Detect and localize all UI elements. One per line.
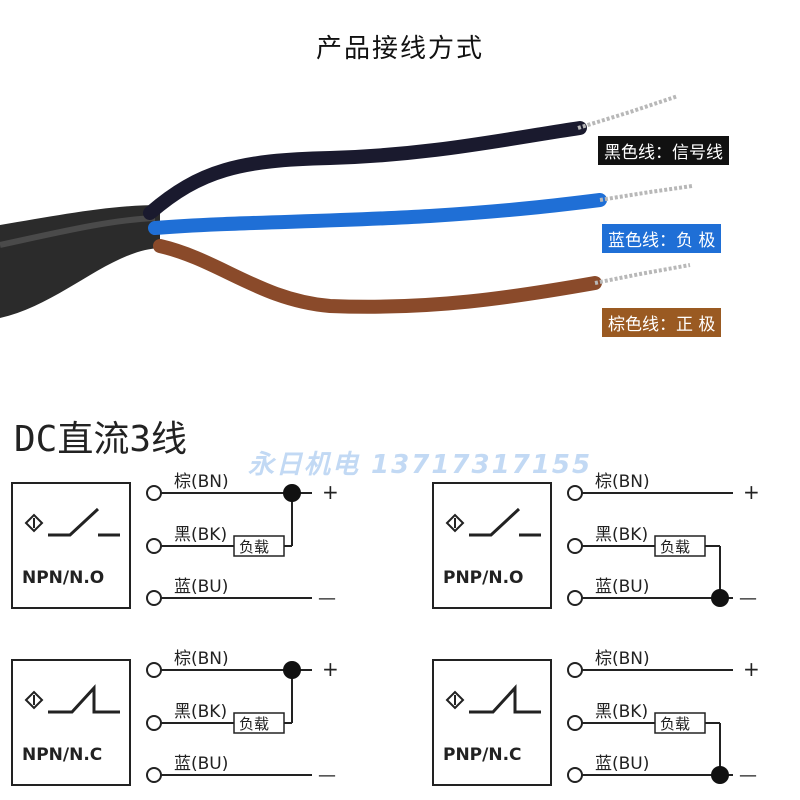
terminal-1 [567, 485, 583, 501]
plus-label: + [743, 657, 760, 681]
terminal-label-2: 黑(BK) [174, 525, 227, 545]
terminal-2 [567, 715, 583, 731]
diagram-3: NPN/N.C 棕(BN) 黑(BK) 蓝(BU) + — 负载 [11, 649, 339, 786]
diagram-1: NPN/N.O 棕(BN) 黑(BK) 蓝(BU) + — 负载 [11, 472, 339, 609]
terminal-label-3: 蓝(BU) [174, 754, 228, 774]
terminal-label-2: 黑(BK) [174, 702, 227, 722]
terminal-label-1: 棕(BN) [174, 472, 229, 492]
terminal-label-1: 棕(BN) [174, 649, 229, 669]
junction-dot [711, 766, 729, 784]
terminal-label-2: 黑(BK) [595, 702, 648, 722]
terminal-1 [146, 662, 162, 678]
black-wire [143, 121, 587, 220]
cable-sheath-highlight [0, 215, 156, 248]
plus-label: + [322, 657, 339, 681]
sensor-symbol-icon [445, 513, 465, 533]
black-wire-strand [577, 94, 679, 130]
nc-switch-icon [469, 684, 541, 714]
terminal-label-3: 蓝(BU) [174, 577, 228, 597]
page-title: 产品接线方式 [315, 34, 484, 64]
wiring-diagrams: NPN/N.O 棕(BN) 黑(BK) 蓝(BU) + — 负载 PNP/N.O 棕(BN) 黑(… [11, 472, 760, 786]
sensor-box [11, 482, 131, 609]
terminal-3 [146, 767, 162, 783]
load-label: 负载 [660, 538, 690, 556]
terminal-3 [567, 767, 583, 783]
sensor-symbol-icon [24, 513, 44, 533]
plus-label: + [322, 480, 339, 504]
brown-wire [153, 239, 602, 314]
terminal-label-1: 棕(BN) [595, 649, 650, 669]
diagram-4: PNP/N.C 棕(BN) 黑(BK) 蓝(BU) + — 负载 [432, 649, 760, 786]
no-switch-icon [48, 507, 100, 537]
sensor-symbol-icon [24, 690, 44, 710]
model-label: NPN/N.C [22, 745, 102, 765]
load-label: 负载 [660, 715, 690, 733]
sensor-box [432, 659, 552, 786]
terminal-1 [146, 485, 162, 501]
blue-wire-label: 蓝色线：负 极 [602, 224, 722, 253]
load-label: 负载 [239, 538, 269, 556]
junction-dot [711, 589, 729, 607]
blue-wire-strand [599, 184, 693, 202]
terminal-label-3: 蓝(BU) [595, 754, 649, 774]
no-switch-icon [469, 507, 521, 537]
sensor-box [11, 659, 131, 786]
watermark: 永日机电 13717317155 [248, 450, 593, 480]
brown-wire-strand [594, 263, 691, 285]
terminal-2 [146, 538, 162, 554]
black-wire-label: 黑色线：信号线 [598, 136, 729, 165]
terminal-1 [567, 662, 583, 678]
junction-dot [283, 661, 301, 679]
minus-label: — [318, 765, 336, 786]
minus-label: — [739, 765, 757, 786]
terminal-3 [146, 590, 162, 606]
sensor-symbol-icon [445, 690, 465, 710]
minus-label: — [739, 588, 757, 609]
model-label: NPN/N.O [22, 568, 104, 588]
terminal-2 [146, 715, 162, 731]
nc-switch-icon [48, 684, 120, 714]
cable-photo [0, 94, 693, 318]
plus-label: + [743, 480, 760, 504]
terminal-label-3: 蓝(BU) [595, 577, 649, 597]
terminal-3 [567, 590, 583, 606]
minus-label: — [318, 588, 336, 609]
diagram-2: PNP/N.O 棕(BN) 黑(BK) 蓝(BU) + — 负载 [432, 472, 760, 609]
load-label: 负载 [239, 715, 269, 733]
sensor-box [432, 482, 552, 609]
model-label: PNP/N.C [443, 745, 522, 765]
section-title: DC直流3线 [14, 419, 188, 460]
brown-wire-label: 棕色线：正 极 [602, 308, 722, 337]
terminal-2 [567, 538, 583, 554]
junction-dot [283, 484, 301, 502]
terminal-label-2: 黑(BK) [595, 525, 648, 545]
blue-wire [148, 193, 607, 235]
model-label: PNP/N.O [443, 568, 524, 588]
terminal-label-1: 棕(BN) [595, 472, 650, 492]
